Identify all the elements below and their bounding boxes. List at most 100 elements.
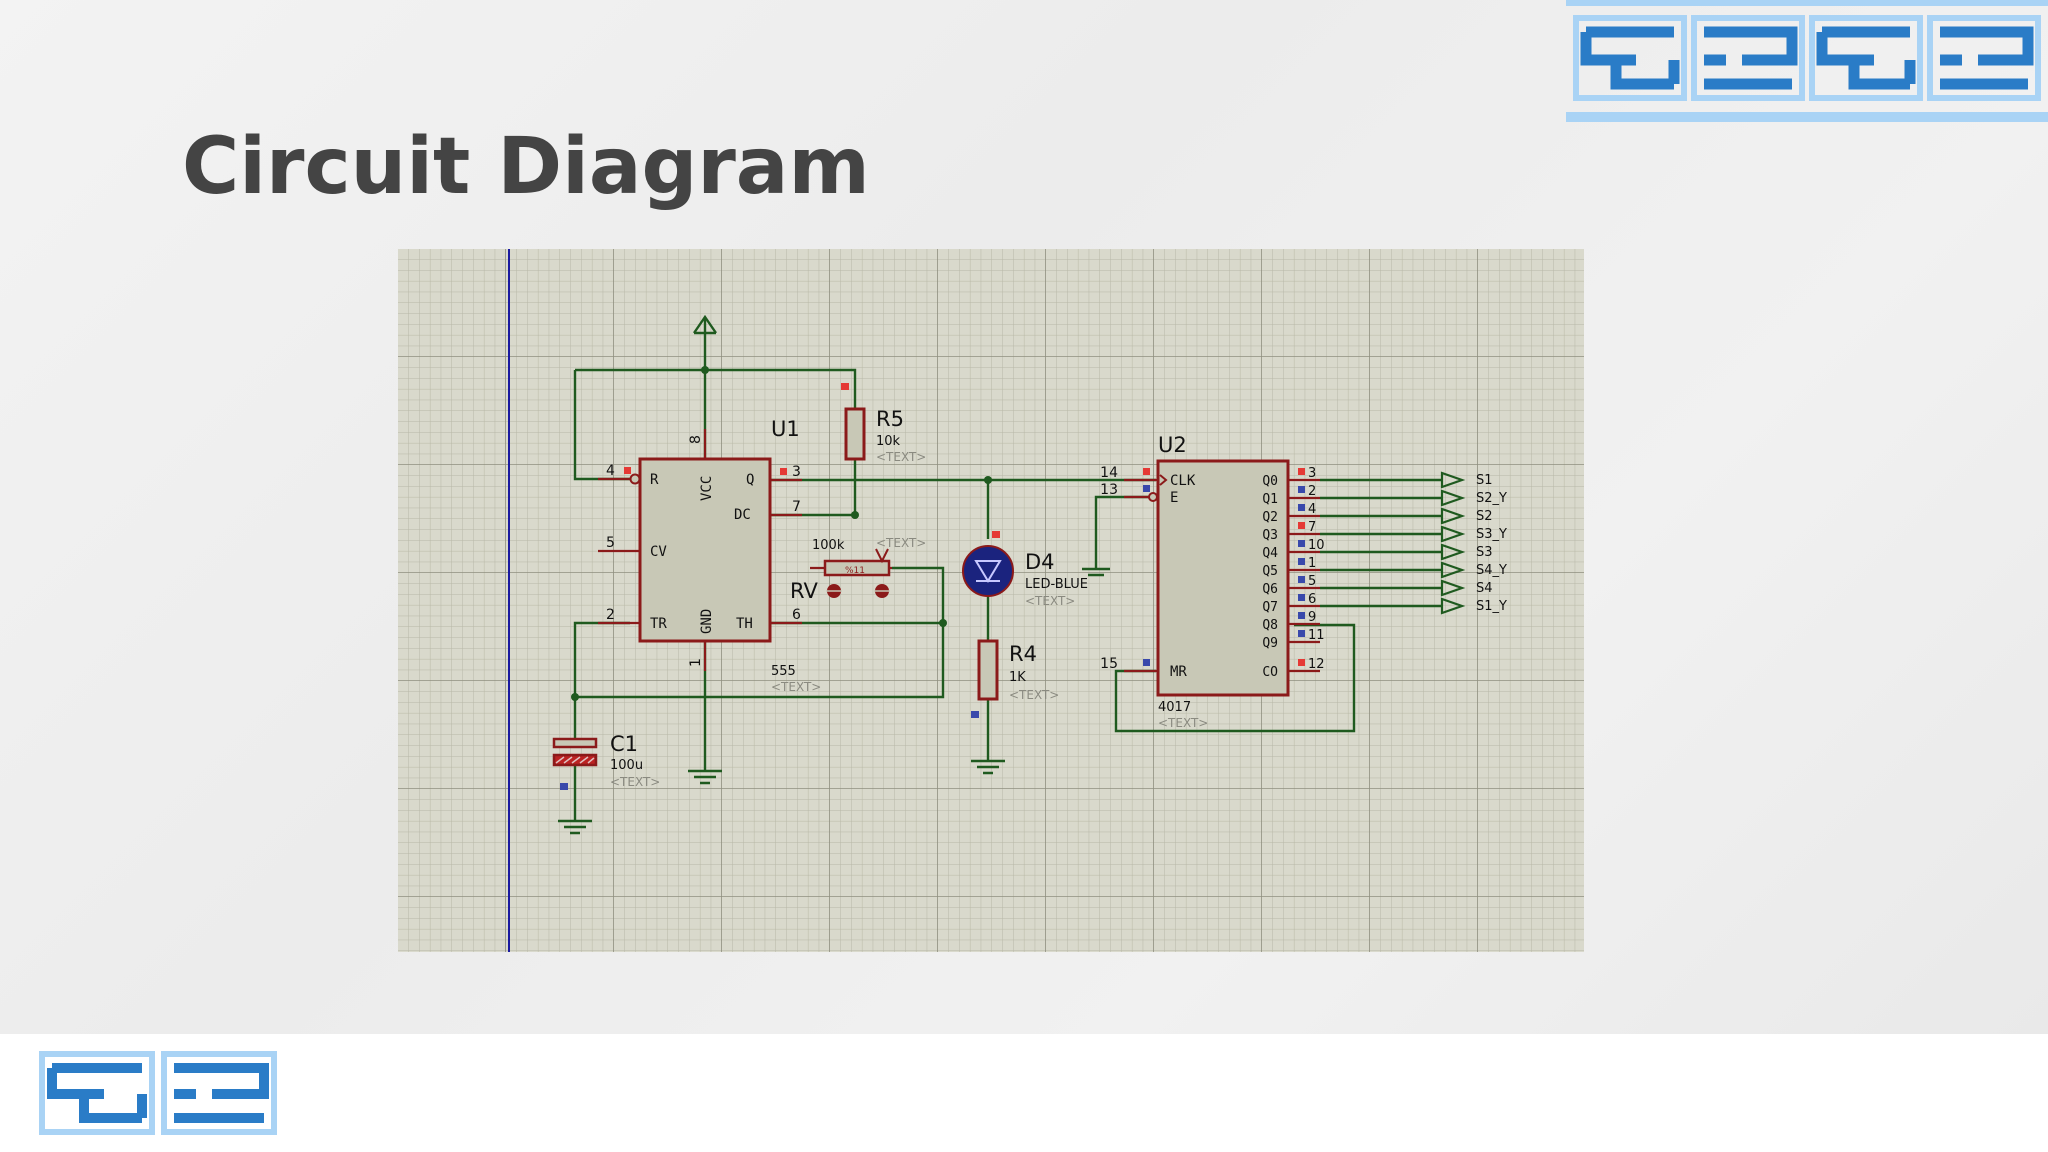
pin-marker — [1298, 612, 1305, 619]
u2-output-number: 12 — [1308, 657, 1325, 672]
terminal-arrow-icon — [1440, 525, 1466, 543]
terminal-label: S3 — [1476, 545, 1493, 560]
u1-pin-num-3: 3 — [792, 464, 801, 480]
ground-icon-enable — [1082, 567, 1110, 577]
logo-bottom-band — [1566, 112, 2048, 122]
rv-text: <TEXT> — [876, 536, 926, 550]
junction — [939, 619, 947, 627]
c1-value: 100u — [610, 758, 643, 773]
u1-pin-r: R — [650, 472, 659, 488]
wire-top-rail — [575, 368, 857, 409]
pin-marker — [1298, 504, 1305, 511]
u2-reference: U2 — [1158, 433, 1187, 457]
terminal-label: S4_Y — [1476, 563, 1507, 578]
r4-value: 1K — [1009, 670, 1026, 685]
d4-reference: D4 — [1025, 550, 1055, 574]
rv-value: 100k — [812, 538, 845, 553]
r5-text: <TEXT> — [876, 450, 926, 464]
resistor-r4: R4 1K <TEXT> — [971, 639, 1059, 718]
r5-body — [844, 407, 866, 461]
u2-output-pin: Q4 10 — [1262, 538, 1324, 561]
u2-output-number: 7 — [1308, 520, 1316, 535]
u1-reset-bubble — [629, 473, 641, 485]
pin-marker — [992, 531, 1000, 538]
slide-title: Circuit Diagram — [182, 122, 870, 212]
u2-output-pin: Q24 — [1262, 502, 1320, 525]
pin-marker — [1298, 486, 1305, 493]
logo-glyph-4 — [1927, 15, 2041, 101]
u2-output-pin: Q37 — [1262, 520, 1320, 543]
u1-value: 555 — [771, 664, 796, 679]
power-terminal-icon — [693, 314, 717, 335]
u1-pin-num-5: 5 — [606, 535, 615, 551]
u1-pin-num-4: 4 — [606, 463, 615, 479]
grid-major — [398, 249, 1584, 952]
logo-glyph-3 — [1809, 15, 1923, 101]
u2-output-number: 9 — [1308, 610, 1316, 625]
d4-body — [962, 545, 1014, 597]
u1-pin-num-8: 8 — [688, 435, 704, 444]
pin-marker — [971, 711, 979, 718]
pin-marker — [1298, 594, 1305, 601]
u2-output-pin: Q7 6 — [1262, 592, 1320, 615]
u2-output-number: 2 — [1308, 484, 1316, 499]
terminal-label: S4 — [1476, 581, 1493, 596]
logo-footer-glyph-1 — [39, 1051, 155, 1135]
ground-icon-u1 — [688, 769, 722, 785]
pin-marker — [1298, 659, 1305, 666]
r5-reference: R5 — [876, 407, 904, 431]
pin-marker — [1298, 558, 1305, 565]
u2-output-label: Q2 — [1262, 510, 1278, 525]
u2-output-label: Q1 — [1262, 492, 1278, 507]
terminal-label: S2 — [1476, 509, 1493, 524]
logo-top-band — [1566, 0, 2048, 6]
u1-reference: U1 — [771, 417, 800, 441]
u2-output-label: Q6 — [1262, 582, 1278, 597]
logo-footer — [39, 1051, 277, 1135]
u2-body — [1156, 459, 1290, 697]
u2-output-number: 10 — [1308, 538, 1325, 553]
enable-bubble — [1148, 492, 1158, 502]
terminal-label: S3_Y — [1476, 527, 1507, 542]
logo-glyph-1 — [1573, 15, 1687, 101]
d4-value: LED-BLUE — [1025, 577, 1088, 592]
schematic-canvas: R CV TR Q DC TH VCC GND 4 5 2 8 1 3 7 6 … — [398, 249, 1584, 952]
junction — [571, 693, 579, 701]
output-terminal: S4 — [1320, 579, 1493, 597]
u2-pin-number: 14 — [1100, 465, 1118, 481]
u2-output-number: 11 — [1308, 628, 1325, 643]
u1-body — [638, 457, 772, 643]
output-terminal: S2 — [1320, 507, 1493, 525]
u2-output-number: 6 — [1308, 592, 1316, 607]
c1-text: <TEXT> — [610, 775, 660, 789]
u2-output-label: Q4 — [1262, 546, 1278, 561]
u2-pin-label: MR — [1170, 664, 1187, 680]
pin-marker — [780, 468, 787, 475]
wires — [573, 319, 1356, 821]
u2-output-number: 3 — [1308, 466, 1316, 481]
u1-timer: R CV TR Q DC TH VCC GND 4 5 2 8 1 3 7 6 … — [598, 417, 821, 694]
logo-banner-top — [1566, 0, 2048, 122]
resistor-r5: R5 10k <TEXT> — [841, 383, 926, 464]
pin-marker — [1298, 630, 1305, 637]
u2-pin-label: CLK — [1170, 473, 1196, 489]
d4-diode-icon — [974, 560, 1002, 583]
slide-footer — [0, 1034, 2048, 1152]
terminal-label: S1_Y — [1476, 599, 1507, 614]
junction — [851, 511, 859, 519]
c1-plate-top — [552, 737, 598, 749]
terminal-arrow-icon — [1440, 507, 1466, 525]
u2-output-label: Q8 — [1262, 618, 1278, 633]
wire-threshold — [770, 566, 945, 625]
u2-output-label: Q7 — [1262, 600, 1278, 615]
r5-value: 10k — [876, 434, 901, 449]
u1-pin-num-7: 7 — [792, 499, 801, 515]
clock-edge-icon — [1159, 474, 1168, 486]
pin-marker — [1143, 659, 1150, 666]
terminal-arrow-icon — [1440, 543, 1466, 561]
capacitor-c1: C1 100u <TEXT> — [552, 732, 660, 790]
junctions — [571, 366, 992, 701]
